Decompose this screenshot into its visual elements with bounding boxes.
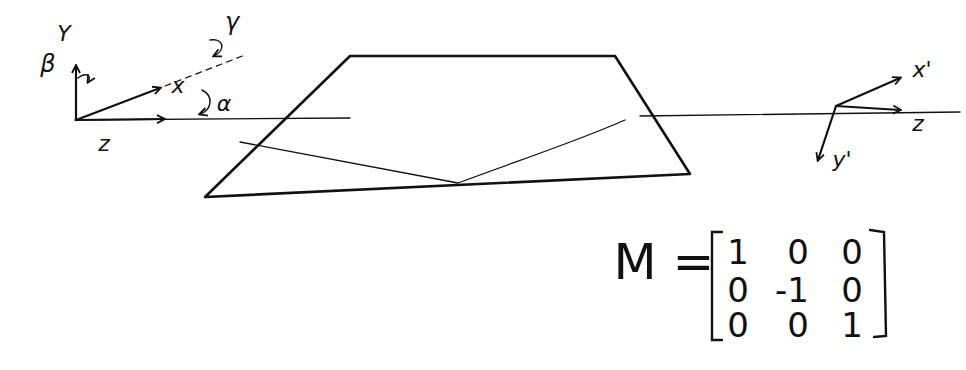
alpha-rotation [200,90,210,114]
rotation-label: γ [225,10,239,34]
ray-path [240,120,625,183]
matrix-name: M = [614,237,715,287]
matrix-entry: 1 [841,308,863,342]
beta-rotation [78,75,89,82]
axis-label: x [171,75,184,97]
matrix-entry: 0 [841,235,863,269]
axis-label: y' [832,149,851,171]
z-axis-right [836,106,900,110]
y-axis [75,66,77,120]
axis-label: z [912,113,924,135]
matrix-entry: 0 [727,308,749,342]
axis-label: x' [912,59,931,81]
axis-label: Y [57,23,70,45]
x-axis [76,88,160,120]
matrix-entry: 0 [787,308,809,342]
matrix-entry: 0 [787,235,809,269]
x-prime-axis [836,78,900,106]
rotation-label: β [40,52,55,76]
z-axis [76,119,164,120]
matrix-entry: 1 [727,235,749,269]
matrix-entry: 0 [727,273,749,307]
matrix-bracket-right [870,230,886,337]
gamma-rotation [210,40,222,56]
rotation-label: α [217,93,232,115]
matrix-entry: -1 [775,273,809,307]
optical-axis [75,112,960,120]
dove-prism [205,56,690,197]
matrix-entry: 0 [841,273,863,307]
axis-label: z [98,133,110,155]
